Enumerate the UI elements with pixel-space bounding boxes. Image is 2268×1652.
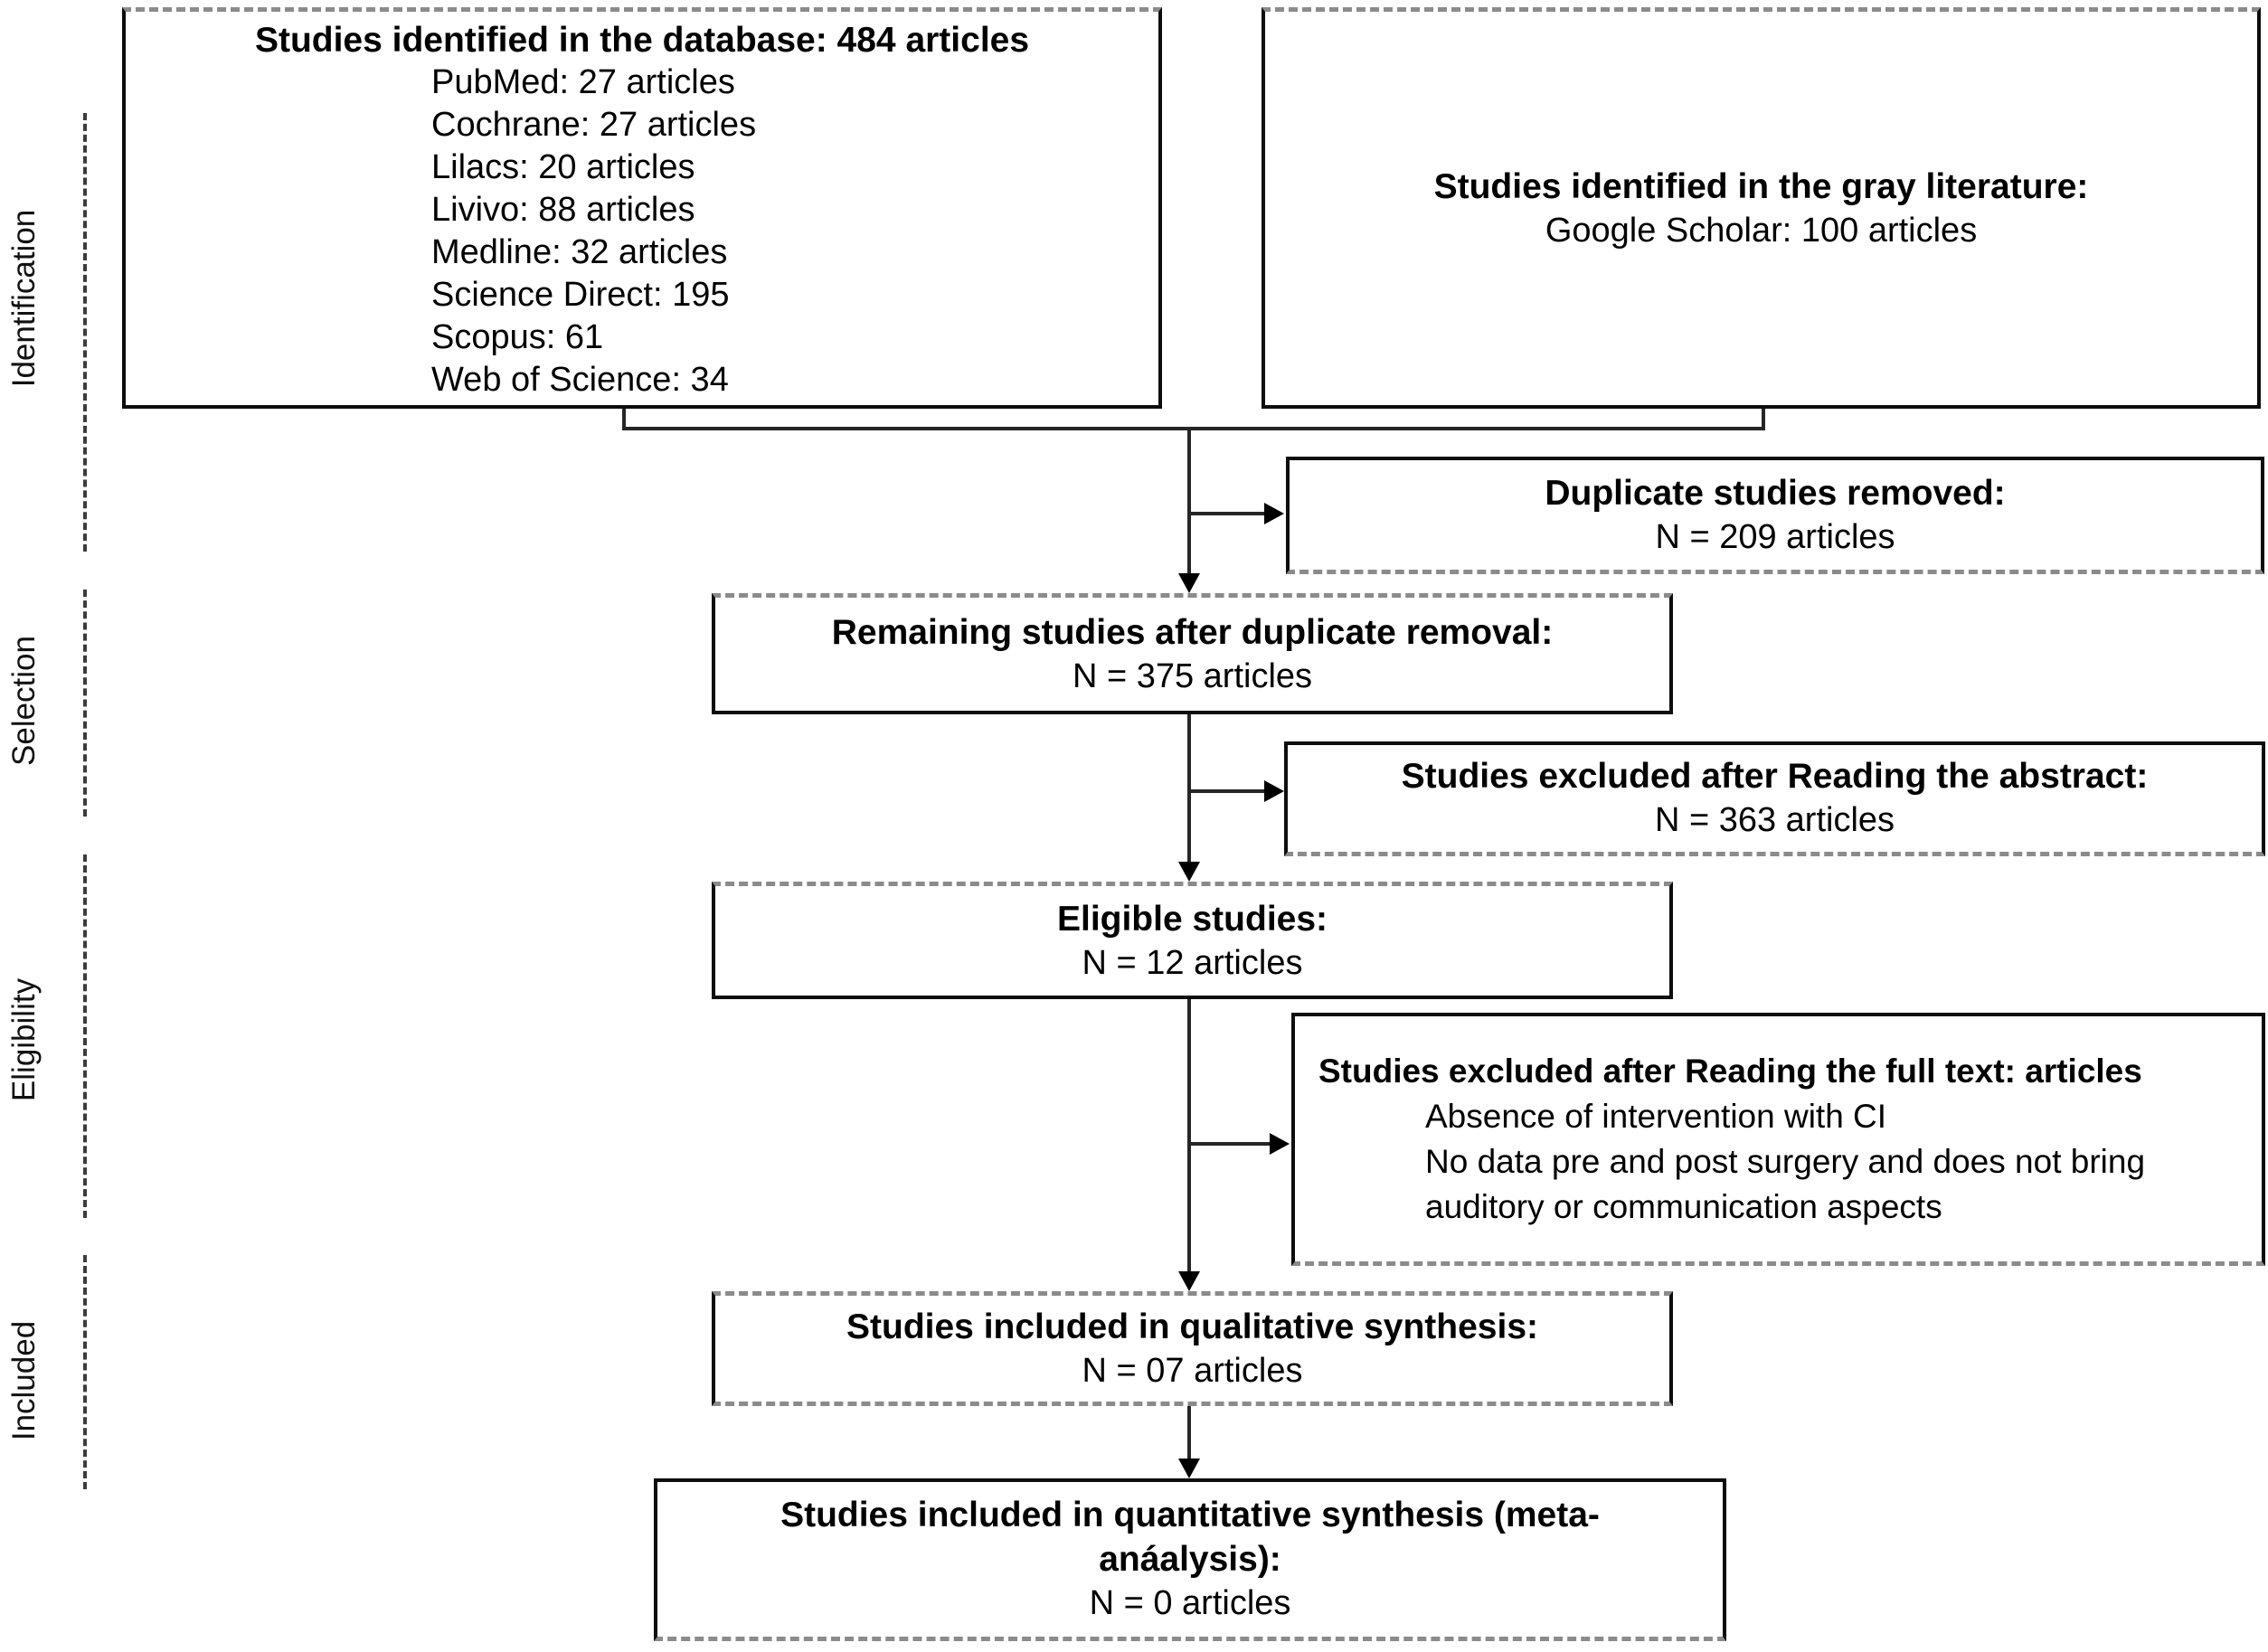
arrowhead-to-excluded-fulltext <box>1270 1133 1290 1155</box>
phase-line-included <box>83 1255 87 1489</box>
arrowhead-to-remaining <box>1178 573 1200 593</box>
database-source-item: Medline: 32 articles <box>431 233 728 271</box>
arrow-line-to-qualitative <box>1187 999 1191 1273</box>
qualitative-box-value: N = 07 articles <box>1082 1351 1303 1390</box>
phase-line-identification <box>83 113 87 552</box>
phase-line-eligibility <box>83 854 87 1218</box>
arrowhead-to-excluded-abstract <box>1264 780 1284 802</box>
database-source-item: Web of Science: 34 <box>431 361 729 399</box>
branch-line-to-excluded-fulltext <box>1189 1142 1272 1146</box>
remaining-box-title: Remaining studies after duplicate remova… <box>831 612 1554 652</box>
quantitative-box-title: Studies included in quantitative synthes… <box>780 1496 1600 1579</box>
connector-database-stub <box>622 409 626 430</box>
arrowhead-to-eligible <box>1178 862 1200 882</box>
remaining-box-value: N = 375 articles <box>1072 656 1313 695</box>
database-source-item: Cochrane: 27 articles <box>431 106 757 144</box>
phase-label-included: Included <box>6 1320 42 1441</box>
database-source-item: Scopus: 61 <box>431 318 604 356</box>
connector-join-line <box>622 427 1765 430</box>
arrow-line-to-quantitative <box>1187 1406 1191 1460</box>
database-source-item: Lilacs: 20 articles <box>431 148 695 186</box>
duplicates-box-value: N = 209 articles <box>1655 517 1895 556</box>
branch-line-to-duplicates <box>1189 512 1267 515</box>
exclusion-reason-item: No data pre and post surgery and does no… <box>1425 1142 2146 1225</box>
database-source-list: PubMed: 27 articles Cochrane: 27 article… <box>126 61 1158 401</box>
phase-label-identification: Identification <box>6 209 42 388</box>
box-remaining-after-duplicates: Remaining studies after duplicate remova… <box>712 593 1673 714</box>
box-qualitative-synthesis: Studies included in qualitative synthesi… <box>712 1291 1673 1406</box>
database-box-title: Studies identified in the database: 484 … <box>254 21 1030 60</box>
box-gray-literature: Studies identified in the gray literatur… <box>1262 7 2261 409</box>
exclusion-reason-list: Absence of intervention with CI No data … <box>1318 1094 2244 1230</box>
gray-literature-box-title: Studies identified in the gray literatur… <box>1433 166 2089 206</box>
quantitative-box-value: N = 0 articles <box>1089 1584 1291 1622</box>
box-duplicates-removed: Duplicate studies removed: N = 209 artic… <box>1286 457 2264 574</box>
eligible-box-value: N = 12 articles <box>1082 943 1303 982</box>
arrow-line-to-remaining <box>1187 427 1191 575</box>
arrowhead-to-quantitative <box>1178 1458 1200 1478</box>
qualitative-box-title: Studies included in qualitative synthesi… <box>846 1307 1538 1346</box>
phase-label-selection: Selection <box>6 636 42 766</box>
arrow-line-to-eligible <box>1187 714 1191 864</box>
box-excluded-abstract: Studies excluded after Reading the abstr… <box>1284 741 2265 856</box>
database-source-item: Livivo: 88 articles <box>431 191 695 229</box>
excluded-abstract-box-title: Studies excluded after Reading the abstr… <box>1401 757 2149 796</box>
box-database-studies: Studies identified in the database: 484 … <box>122 7 1162 409</box>
branch-line-to-excluded-abstract <box>1189 789 1267 793</box>
excluded-abstract-box-value: N = 363 articles <box>1654 801 1895 839</box>
gray-literature-box-value: Google Scholar: 100 articles <box>1545 211 1978 250</box>
database-source-item: PubMed: 27 articles <box>431 63 735 101</box>
arrowhead-to-duplicates <box>1264 503 1284 524</box>
arrowhead-to-qualitative <box>1178 1271 1200 1291</box>
duplicates-box-title: Duplicate studies removed: <box>1545 473 2006 513</box>
box-excluded-fulltext: Studies excluded after Reading the full … <box>1291 1013 2265 1266</box>
phase-label-eligibility: Eligibility <box>6 977 42 1102</box>
connector-graylit-stub <box>1762 409 1765 430</box>
box-quantitative-synthesis: Studies included in quantitative synthes… <box>654 1478 1726 1641</box>
excluded-fulltext-box-title: Studies excluded after Reading the full … <box>1318 1052 2142 1090</box>
phase-line-selection <box>83 590 87 817</box>
eligible-box-title: Eligible studies: <box>1056 899 1328 939</box>
box-eligible-studies: Eligible studies: N = 12 articles <box>712 882 1673 999</box>
database-source-item: Science Direct: 195 <box>431 276 730 314</box>
exclusion-reason-item: Absence of intervention with CI <box>1425 1097 1887 1135</box>
